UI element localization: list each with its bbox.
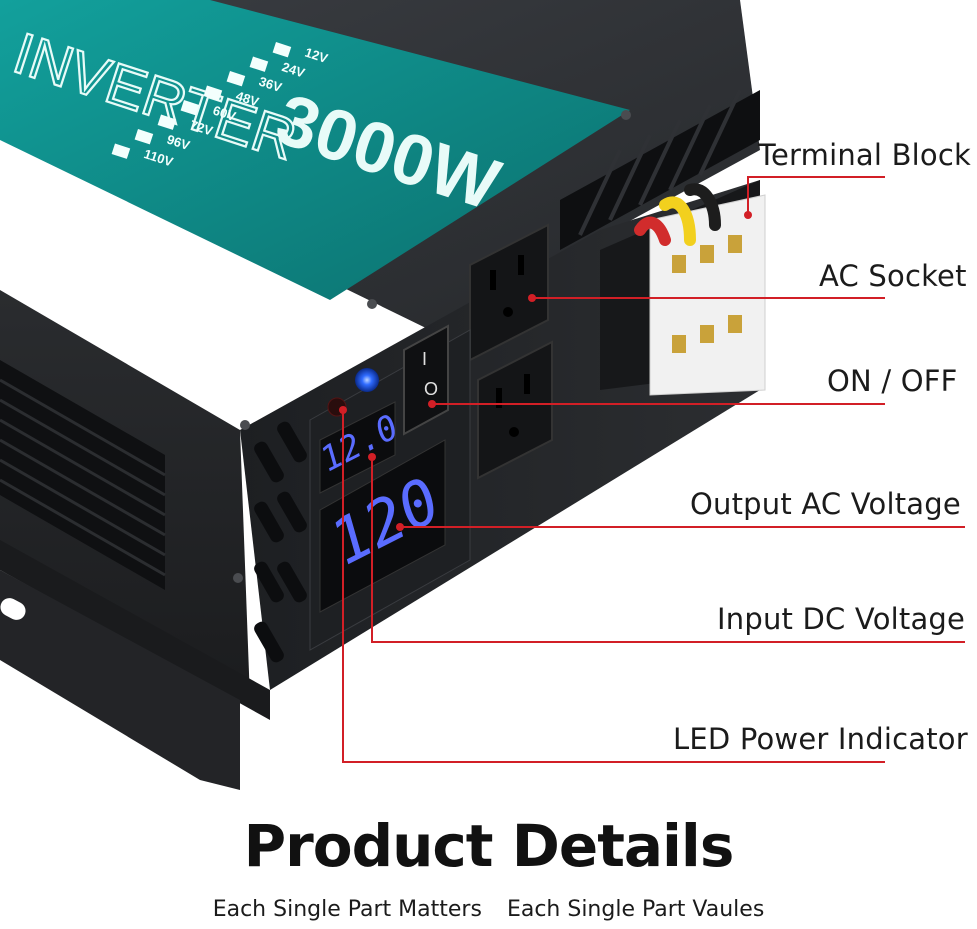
callout-terminal-block: Terminal Block xyxy=(758,138,972,172)
voltage-checkbox-icon xyxy=(180,99,200,116)
voltage-checkbox-icon xyxy=(249,56,269,72)
callout-on-off: ON / OFF xyxy=(827,364,958,398)
screw-icon xyxy=(240,420,250,430)
screw-icon xyxy=(233,573,243,583)
voltage-checkbox-icon xyxy=(111,143,131,159)
tagline-right: Each Single Part Vaules xyxy=(506,897,765,922)
voltage-option-label: 72V xyxy=(188,117,215,139)
leader-terminal-block xyxy=(747,176,885,215)
footer-title: Product Details xyxy=(243,812,735,880)
voltage-checkbox-icon xyxy=(203,85,223,101)
voltage-checkbox-icon xyxy=(272,42,292,58)
input-dc-display xyxy=(319,401,396,494)
voltage-option-label: 12V xyxy=(303,45,330,67)
side-vent-slats xyxy=(0,378,166,577)
voltage-option-label: 24V xyxy=(280,59,307,81)
callout-leader-lines xyxy=(342,176,965,763)
ac-socket-upper xyxy=(469,223,549,362)
callout-led-power-indicator: LED Power Indicator xyxy=(673,722,968,756)
voltage-checkbox-icon xyxy=(157,114,177,130)
screw-icon xyxy=(367,299,377,309)
mounting-bracket xyxy=(0,540,270,790)
callout-output-ac-voltage: Output AC Voltage xyxy=(690,487,961,521)
output-ac-display xyxy=(319,439,446,613)
front-vent-slots xyxy=(254,421,307,663)
voltage-option-label: 48V xyxy=(234,88,261,110)
callout-ac-socket: AC Socket xyxy=(819,259,967,293)
callout-input-dc-voltage: Input DC Voltage xyxy=(717,602,966,636)
leader-dots xyxy=(339,211,752,531)
top-right-vent-slats xyxy=(578,89,742,236)
voltage-checkbox-icon xyxy=(134,129,154,145)
switch-off-symbol: O xyxy=(424,379,438,399)
top-right-vents xyxy=(560,90,760,250)
voltage-option-label: 60V xyxy=(211,103,238,125)
screw-icon xyxy=(621,110,631,120)
voltage-checkbox-icon xyxy=(226,71,246,87)
teal-label-panel xyxy=(0,0,630,300)
voltage-option-label: 36V xyxy=(257,74,284,96)
voltage-option-label: 96V xyxy=(165,132,192,154)
rocker-switch xyxy=(403,324,449,436)
terminal-block xyxy=(600,180,766,396)
footer-tagline: Each Single Part Matters Each Single Par… xyxy=(0,897,977,922)
switch-on-symbol: I xyxy=(422,349,427,369)
blue-led-indicator xyxy=(355,368,379,392)
leader-input-dc xyxy=(371,457,965,643)
leader-led-indicator xyxy=(342,410,885,763)
tagline-left: Each Single Part Matters xyxy=(212,897,482,922)
ac-socket-lower xyxy=(477,340,553,480)
